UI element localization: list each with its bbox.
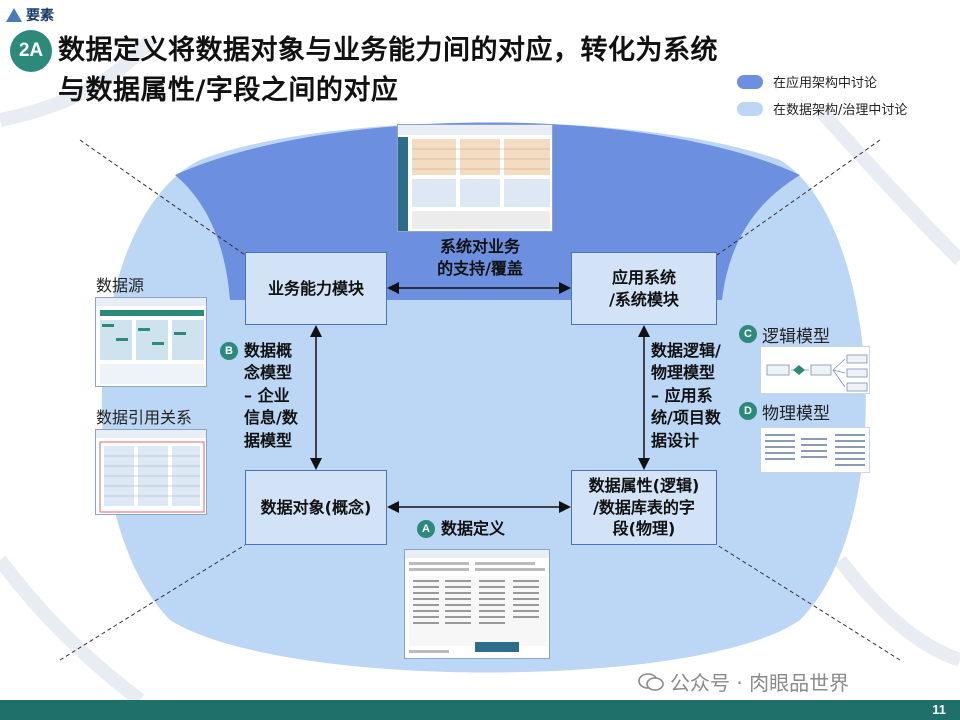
page-title-line-1: 数据定义将数据对象与业务能力间的对应，转化为系统 [58, 35, 718, 66]
badge-c: C [739, 325, 757, 343]
data-attribute-label-line3: 段(物理) [612, 519, 676, 539]
logical-physical-line3: – 应用系 [651, 385, 713, 405]
legend-swatch [737, 101, 763, 116]
thumbnail-capability-matrix [397, 124, 553, 232]
application-system-box: 应用系统 /系统模块 [571, 252, 717, 325]
data-object-label: 数据对象(概念) [260, 497, 372, 517]
legend-label: 在应用架构中讨论 [773, 76, 878, 91]
system-support-label: 系统对业务 的支持/覆盖 [420, 236, 540, 281]
data-attribute-box: 数据属性(逻辑) /数据库表的字 段(物理) [571, 470, 717, 545]
logical-physical-line1: 数据逻辑/ [651, 341, 721, 360]
application-system-label-line2: /系统模块 [609, 289, 679, 309]
watermark-text: 公众号 · 肉眼品世界 [670, 671, 850, 695]
logo-triangle-icon [6, 8, 22, 22]
data-attribute-label-line2: /数据库表的字 [593, 497, 695, 517]
conceptual-model-label: 数据概 念模型 – 企业 信息/数 据模型 [244, 340, 314, 452]
badge-b: B [220, 342, 238, 360]
system-support-line2: 的支持/覆盖 [437, 259, 523, 279]
system-support-line1: 系统对业务 [439, 237, 520, 256]
page-number: 11 [932, 702, 946, 717]
thumbnail-data-source [95, 297, 207, 387]
conceptual-model-line1: 数据概 [244, 341, 293, 360]
conceptual-model-line3: – 企业 [244, 385, 290, 405]
logo: 要素 [6, 4, 96, 26]
data-definition-label: 数据定义 [441, 519, 506, 538]
section-badge: 2A [10, 30, 52, 72]
logical-physical-line5: 据设计 [651, 430, 700, 450]
wechat-icon [638, 672, 664, 691]
conceptual-model-line2: 念模型 [244, 363, 293, 383]
legend-item-data-architecture: 在数据架构/治理中讨论 [737, 99, 907, 118]
logical-physical-line2: 物理模型 [651, 363, 716, 383]
thumbnail-data-reference [95, 429, 207, 515]
thumbnail-logical-model [760, 346, 870, 394]
legend-label: 在数据架构/治理中讨论 [773, 103, 908, 118]
thumbnail-data-definition [404, 549, 550, 659]
badge-d: D [739, 402, 757, 420]
thumbnail-physical-model [760, 427, 870, 473]
data-reference-label: 数据引用关系 [96, 408, 193, 427]
conceptual-model-line4: 信息/数 [244, 408, 298, 428]
legend-swatch [737, 74, 763, 89]
logical-physical-model-label: 数据逻辑/ 物理模型 – 应用系 统/项目数 据设计 [651, 340, 737, 452]
watermark: 公众号 · 肉眼品世界 [638, 667, 849, 696]
footer-bar [0, 700, 960, 720]
application-system-label-line1: 应用系统 [611, 267, 676, 287]
business-capability-label: 业务能力模块 [267, 278, 364, 298]
business-capability-box: 业务能力模块 [245, 252, 387, 325]
legend-item-app-architecture: 在应用架构中讨论 [737, 72, 877, 91]
data-source-label: 数据源 [96, 276, 145, 295]
data-object-box: 数据对象(概念) [245, 470, 387, 545]
logo-text: 要素 [26, 8, 54, 24]
physical-model-label: 物理模型 [762, 404, 830, 424]
page-title-line-2: 与数据属性/字段之间的对应 [58, 75, 399, 106]
logical-physical-line4: 统/项目数 [651, 408, 721, 428]
logical-model-label: 逻辑模型 [762, 327, 830, 347]
conceptual-model-line5: 据模型 [244, 430, 293, 450]
badge-a: A [417, 520, 435, 538]
data-attribute-label-line1: 数据属性(逻辑) [588, 476, 700, 496]
